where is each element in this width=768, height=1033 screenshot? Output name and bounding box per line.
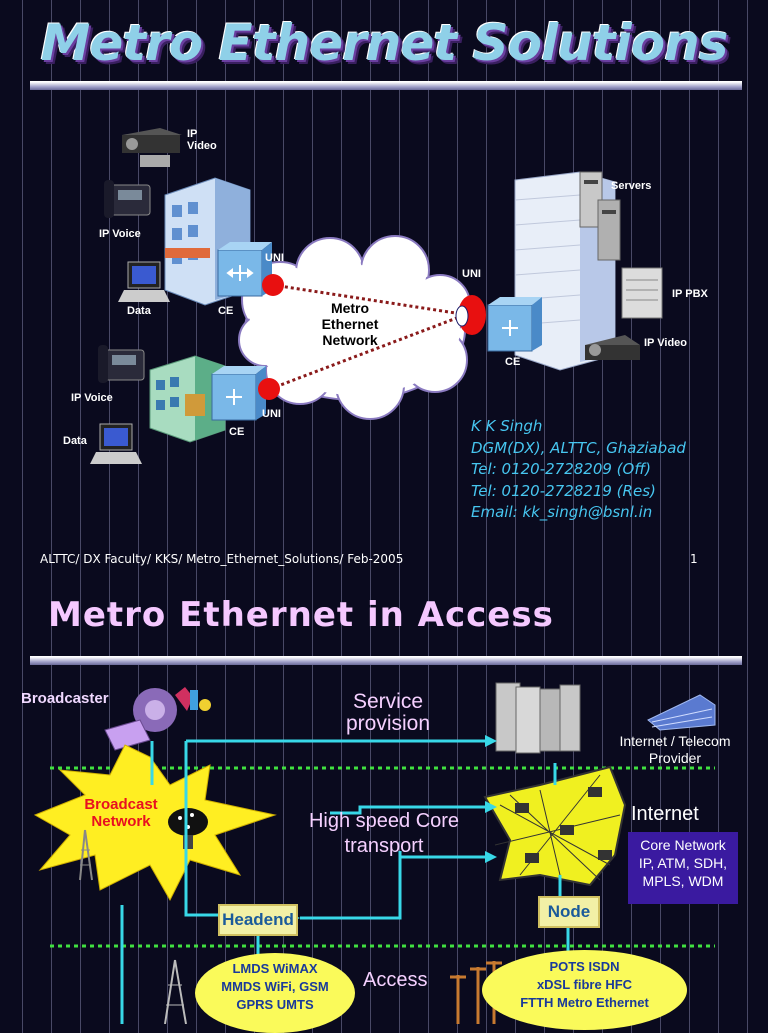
ip-phone-2-icon xyxy=(98,345,145,383)
high-speed-core-label: High speed Core transport xyxy=(308,810,460,857)
servers-label: Servers xyxy=(611,180,652,192)
slide2-divider xyxy=(30,656,742,665)
ip-video-label: IP Video xyxy=(187,128,217,152)
evc-link-1 xyxy=(272,283,463,316)
ip-voice-label-2: IP Voice xyxy=(71,392,113,404)
contact-tel-res: Tel: 0120-2728219 (Res) xyxy=(471,481,656,500)
slide2-title: Metro Ethernet in Access xyxy=(48,595,554,635)
uni-label-right: UNI xyxy=(462,268,481,280)
contact-email: Email: kk_singh@bsnl.in xyxy=(471,503,653,521)
node-box: Node xyxy=(538,896,600,928)
uni-label-2: UNI xyxy=(262,408,281,420)
computer-2-icon xyxy=(90,423,142,464)
broadcaster-label: Broadcaster xyxy=(21,690,109,707)
slide-title: Metro Ethernet Solutions xyxy=(40,14,729,72)
access-tower-icon xyxy=(164,959,187,1024)
evc-link-2 xyxy=(269,314,463,391)
title-divider xyxy=(30,81,742,90)
core-network-box: Core Network IP, ATM, SDH, MPLS, WDM xyxy=(628,832,738,904)
servers-icon xyxy=(579,171,621,261)
wired-access-ellipse: POTS ISDN xDSL fibre HFC FTTH Metro Ethe… xyxy=(482,950,687,1030)
ip-pbx-icon xyxy=(621,267,663,319)
internet-mesh-icon xyxy=(483,765,627,887)
data-label-1: Data xyxy=(127,305,151,317)
uni-dot-2 xyxy=(258,378,280,400)
provider-servers-icon xyxy=(495,682,581,754)
uni-label-1: UNI xyxy=(265,252,284,264)
ce-switch-right-icon xyxy=(487,297,542,352)
ip-video-right-label: IP Video xyxy=(644,337,688,349)
headend-box: Headend xyxy=(218,904,298,936)
access-diagram xyxy=(33,682,716,1024)
computer-1-icon xyxy=(118,261,170,302)
provider-building-icon xyxy=(647,694,716,731)
uni-dot-1 xyxy=(262,274,284,296)
metro-ethernet-cloud xyxy=(238,235,471,420)
data-label-2: Data xyxy=(63,435,87,447)
cloud-label: Metro Ethernet Network xyxy=(321,300,379,348)
contact-designation: DGM(DX), ALTTC, Ghaziabad xyxy=(471,438,686,457)
link-lines xyxy=(120,739,570,1024)
contact-block: K K Singh DGM(DX), ALTTC, Ghaziabad Tel:… xyxy=(471,416,686,524)
broadcast-network-label: Broadcast Network xyxy=(84,796,158,830)
ce-switch-2-icon xyxy=(211,366,266,421)
internet-telecom-provider-label: Internet / Telecom Provider xyxy=(619,733,731,766)
internet-label: Internet xyxy=(631,803,699,825)
service-provision-label: Service provision xyxy=(345,690,431,735)
ip-video-left-icon xyxy=(122,128,182,167)
ce-label-1: CE xyxy=(218,305,234,317)
ce-switch-1-icon xyxy=(217,242,272,297)
network-diagram xyxy=(90,128,663,464)
broadcaster-icon xyxy=(104,687,211,751)
ce-label-right: CE xyxy=(505,356,521,368)
ip-voice-label-1: IP Voice xyxy=(99,228,141,240)
slide-footer: ALTTC/ DX Faculty/ KKS/ Metro_Ethernet_S… xyxy=(40,552,404,566)
contact-tel-off: Tel: 0120-2728209 (Off) xyxy=(471,460,652,478)
ip-phone-1-icon xyxy=(104,180,151,218)
access-label: Access xyxy=(363,969,428,991)
ce-label-2: CE xyxy=(229,426,245,438)
broadcast-network-starburst xyxy=(33,744,277,902)
page-number: 1 xyxy=(690,552,698,566)
wireless-access-ellipse: LMDS WiMAX MMDS WiFi, GSM GPRS UMTS xyxy=(195,953,355,1033)
ip-video-right-icon xyxy=(585,335,640,360)
ip-pbx-label: IP PBX xyxy=(672,288,708,300)
radio-tower-icon xyxy=(79,829,93,881)
contact-name: K K Singh xyxy=(471,417,543,435)
